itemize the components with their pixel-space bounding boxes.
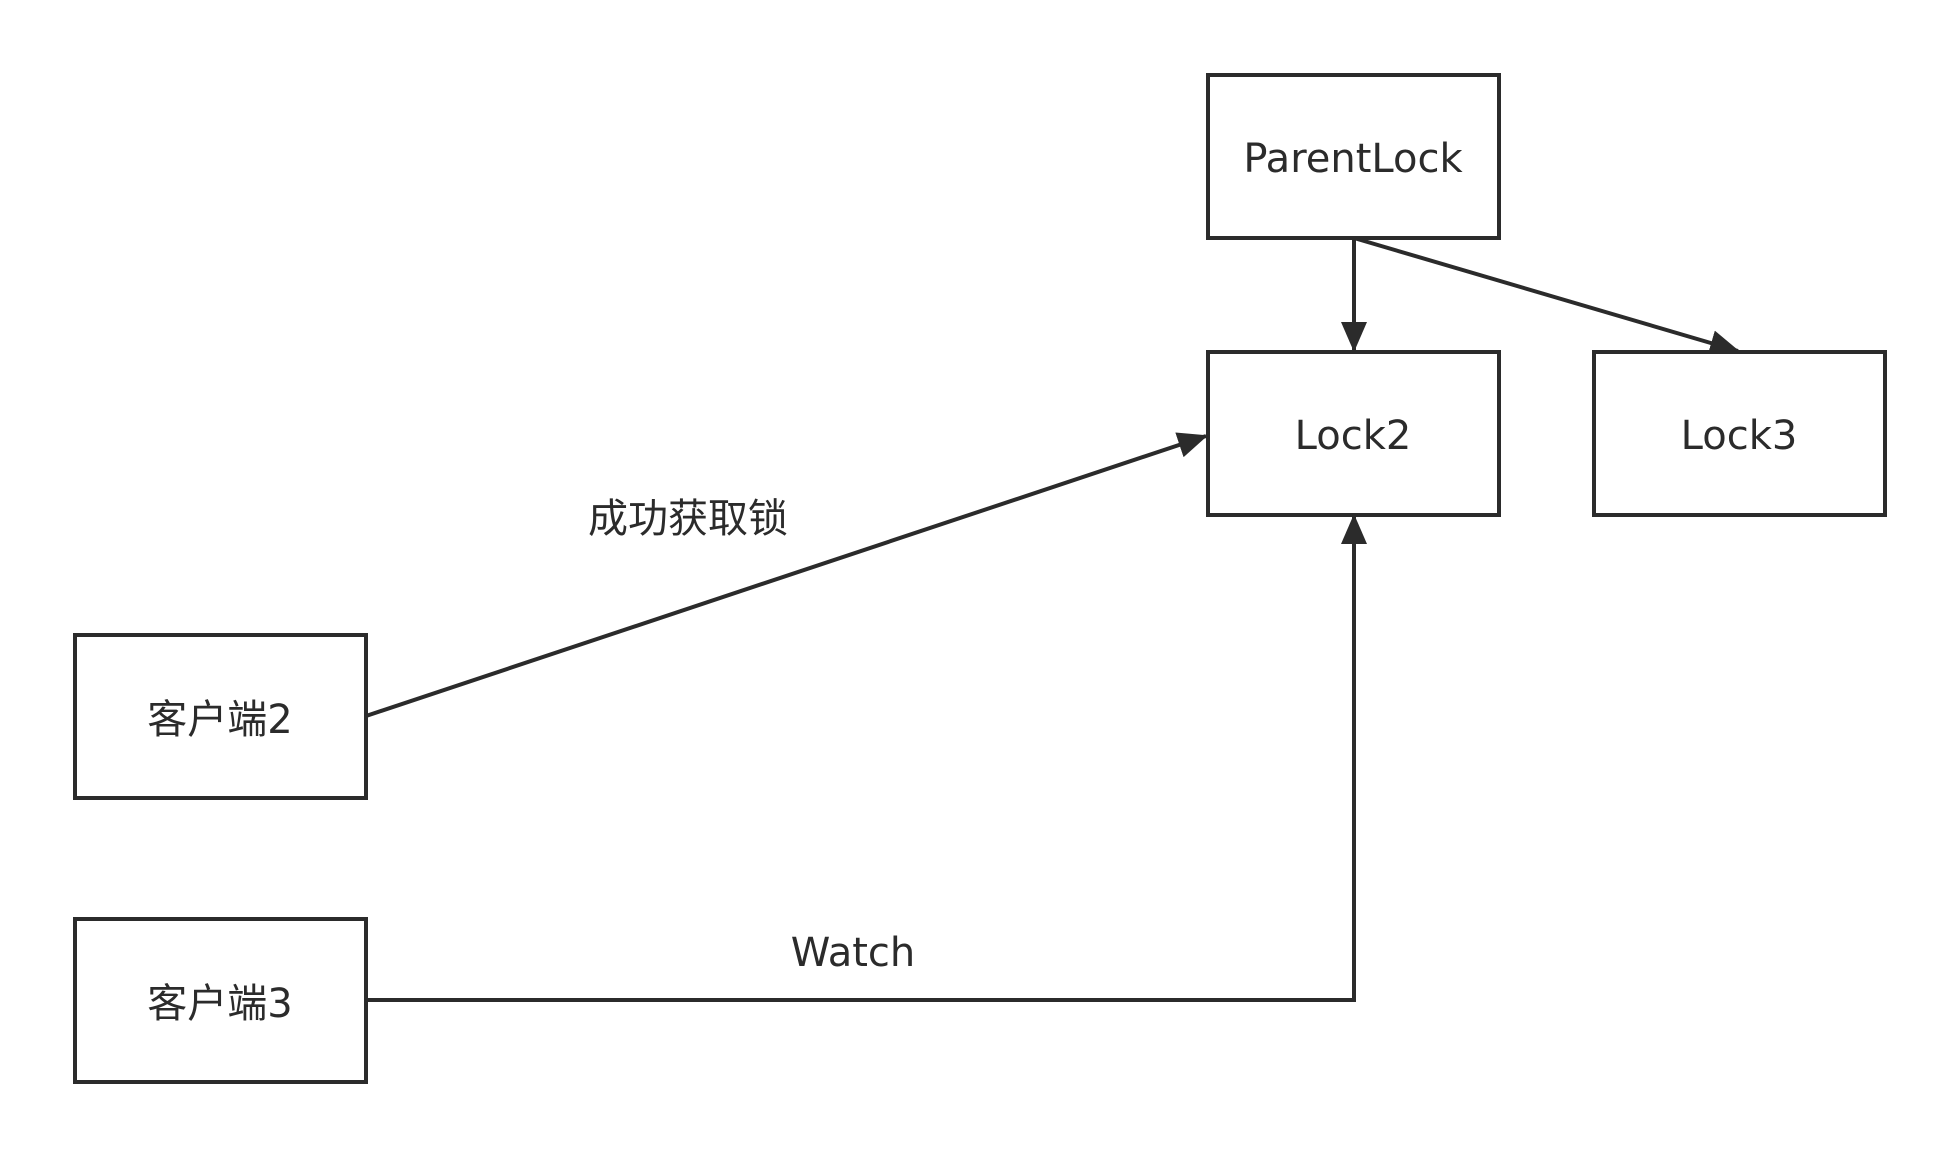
node-label-lock3: Lock3 xyxy=(1681,413,1798,459)
node-parentlock: ParentLock xyxy=(1206,73,1501,240)
node-label-lock2: Lock2 xyxy=(1295,413,1412,459)
edges xyxy=(365,236,1740,1002)
node-label-client2: 客户端2 xyxy=(147,697,292,743)
edge-client3-to-lock2 xyxy=(366,514,1367,1002)
node-client3: 客户端3 xyxy=(73,917,368,1084)
node-label-parentlock: ParentLock xyxy=(1243,136,1463,182)
node-client2: 客户端2 xyxy=(73,633,368,800)
node-lock2: Lock2 xyxy=(1206,350,1501,517)
edge-parentlock-to-lock3 xyxy=(1353,236,1740,356)
node-label-client3: 客户端3 xyxy=(147,981,292,1027)
edge-label-watch: Watch xyxy=(791,930,916,976)
edge-client2-to-lock2 xyxy=(365,432,1208,718)
node-lock3: Lock3 xyxy=(1592,350,1887,517)
edge-label-acquired: 成功获取锁 xyxy=(588,496,788,542)
